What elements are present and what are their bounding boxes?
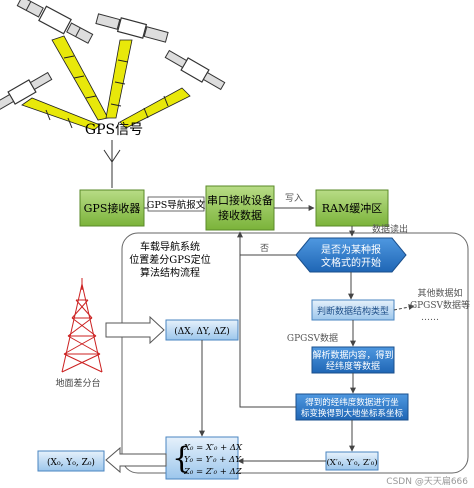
satellite-icon bbox=[164, 49, 226, 91]
output-coord-label: (X₀, Y₀, Z₀) bbox=[47, 457, 95, 468]
system-title-line3: 算法结构流程 bbox=[140, 266, 200, 279]
base-station-label: 地面差分台 bbox=[55, 377, 100, 389]
output-coord-box bbox=[37, 450, 105, 472]
other-data-line3: …… bbox=[421, 313, 439, 323]
satellite-icon bbox=[16, 0, 94, 44]
other-data-line1: 其他数据如 bbox=[417, 287, 462, 299]
write-in-label: 写入 bbox=[285, 193, 303, 204]
raw-coord-label: (X′₀, Y′₀, Z′₀) bbox=[326, 457, 377, 468]
arrow-loop-back bbox=[239, 232, 296, 408]
serial-receiver-box bbox=[205, 185, 275, 231]
signal-stripes bbox=[45, 55, 169, 129]
transform-line2: 标变换得到大地坐标系坐标 bbox=[301, 408, 404, 419]
signal-beams bbox=[21, 35, 191, 131]
block-arrow-base bbox=[105, 315, 165, 345]
transform-box bbox=[295, 393, 409, 421]
other-data-line2: GPGSV数据等 bbox=[410, 299, 470, 311]
data-read-label: 数据读出 bbox=[372, 223, 408, 235]
ram-buffer-box bbox=[315, 189, 389, 227]
parse-box bbox=[311, 346, 395, 374]
equation-brace: { bbox=[172, 441, 191, 476]
serial-box-line2: 接收数据 bbox=[218, 208, 262, 222]
check-box-line2: 文格式的开始 bbox=[321, 256, 381, 269]
parse-line2: 经纬度等数据 bbox=[326, 360, 380, 372]
antenna-icon bbox=[103, 140, 121, 188]
judge-type-label: 判断数据结构类型 bbox=[317, 305, 389, 317]
gpgsv-label: GPGSV数据 bbox=[287, 332, 338, 344]
no-label: 否 bbox=[260, 243, 269, 254]
system-title-line2: 位置差分GPS定位 bbox=[129, 253, 211, 266]
satellite-icon bbox=[0, 71, 53, 113]
ram-buffer-label: RAM缓冲区 bbox=[322, 201, 383, 215]
gps-signal-label: GPS信号 bbox=[85, 122, 143, 138]
gps-nav-message-box bbox=[147, 196, 205, 212]
serial-box-line1: 串口接收设备 bbox=[207, 193, 273, 207]
transform-line1: 得到的经纬度数据进行坐 bbox=[305, 397, 399, 408]
eq-line3: Z₀ = Z′₀ + ΔZ bbox=[183, 467, 243, 477]
format-check-diamond bbox=[295, 237, 407, 273]
delta-label: (ΔX, ΔY, ΔZ) bbox=[174, 326, 229, 337]
watermark: CSDN @天天扁666 bbox=[386, 475, 468, 487]
eq-line2: Y₀ = Y′₀ + ΔY bbox=[184, 455, 242, 465]
arrow-other-data bbox=[393, 304, 415, 311]
system-title-line1: 车载导航系统 bbox=[140, 240, 200, 253]
gps-receiver-label: GPS接收器 bbox=[84, 201, 141, 215]
equation-box bbox=[165, 436, 239, 480]
tower-icon bbox=[61, 278, 103, 373]
system-container bbox=[121, 232, 469, 474]
parse-line1: 解析数据内容，得到 bbox=[312, 349, 393, 361]
eq-line1: X₀ = X′₀ + ΔX bbox=[183, 443, 243, 453]
satellite-icon bbox=[95, 13, 169, 43]
block-arrow-output bbox=[105, 446, 167, 474]
check-box-line1: 是否为某种报 bbox=[321, 243, 381, 256]
gps-receiver-box bbox=[79, 189, 145, 227]
gps-nav-message-label: GPS导航报文 bbox=[147, 199, 206, 211]
